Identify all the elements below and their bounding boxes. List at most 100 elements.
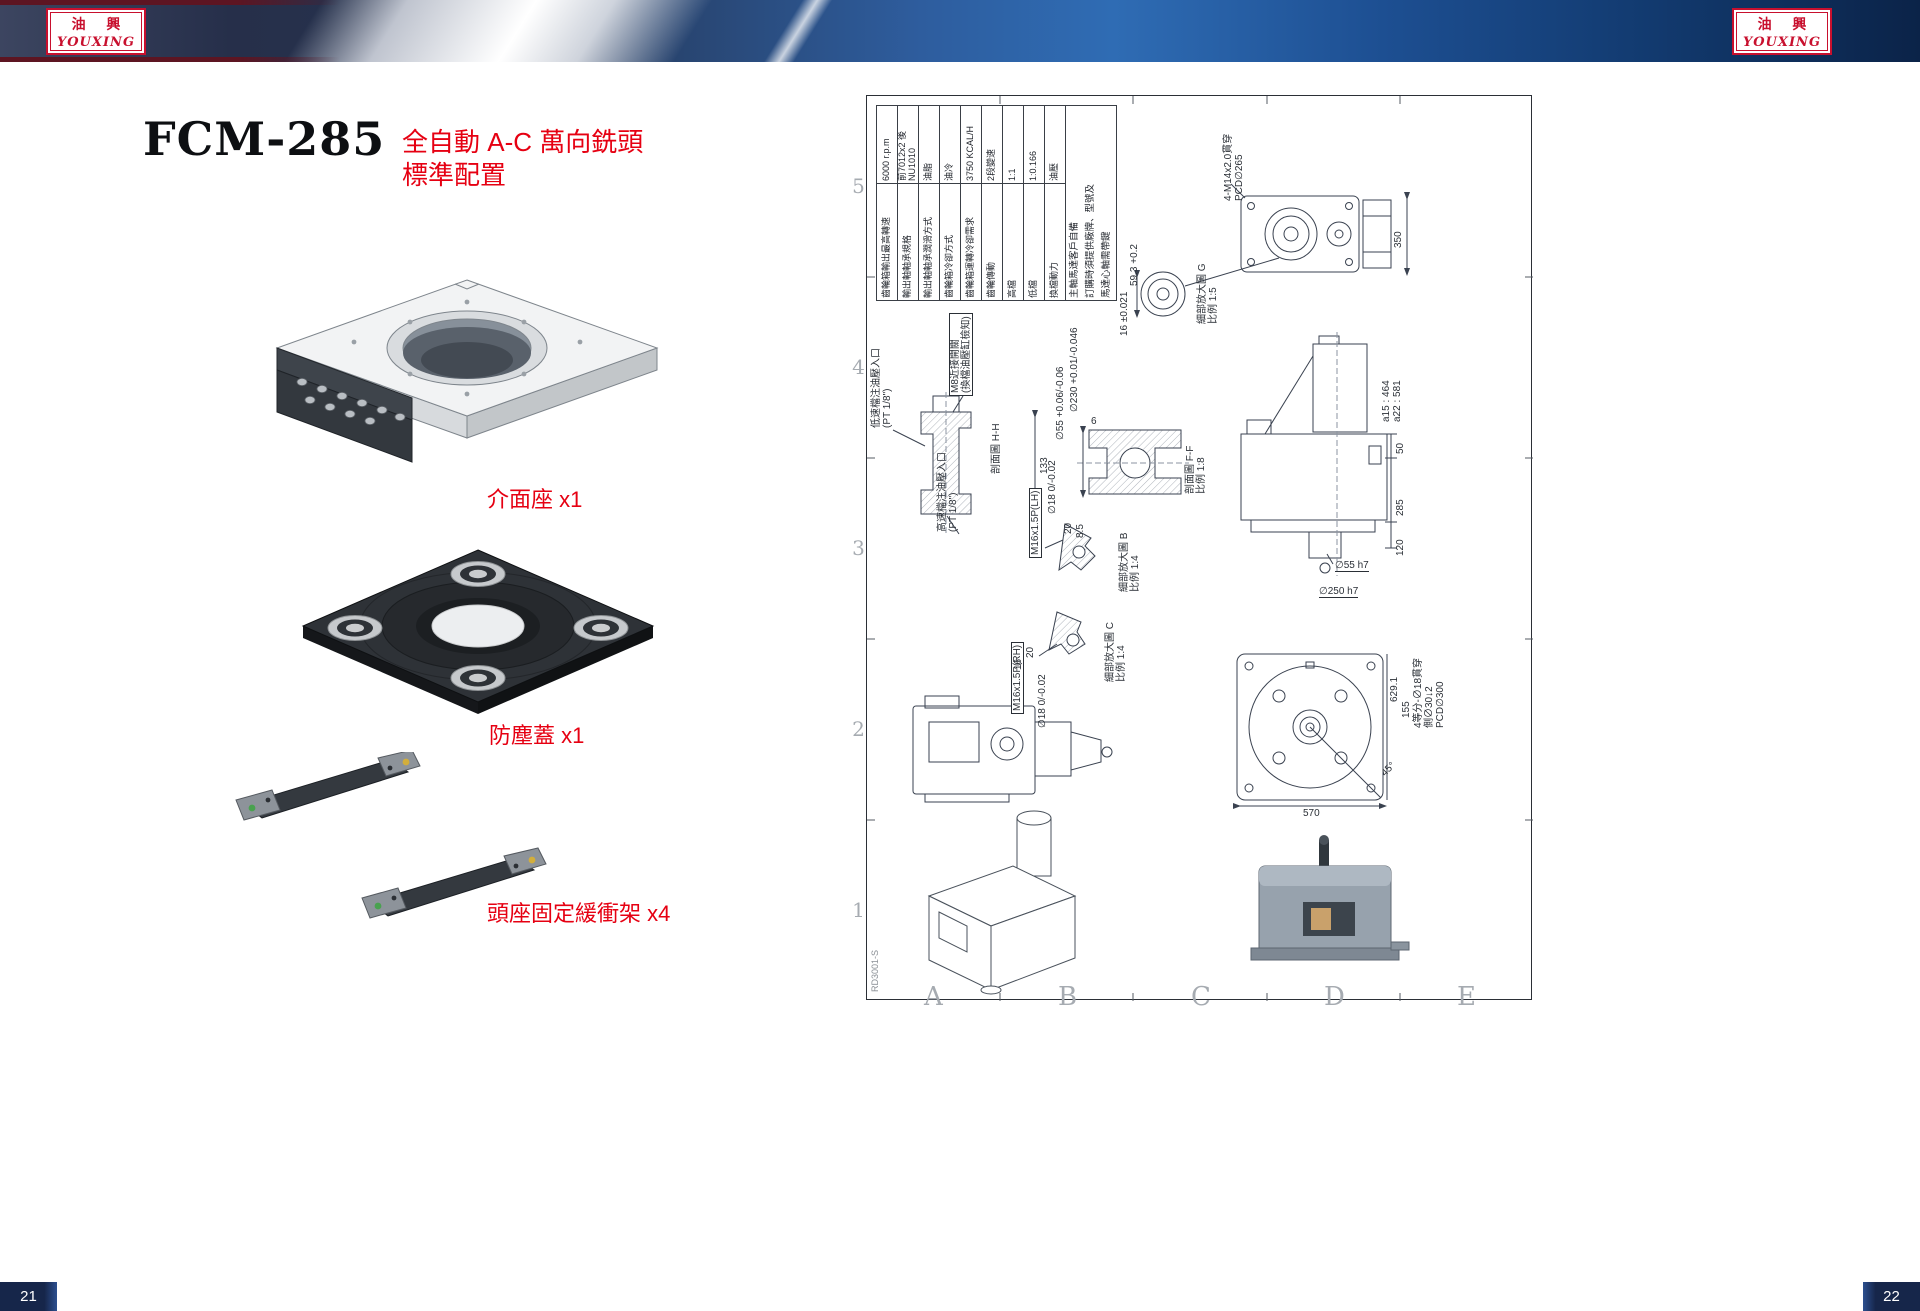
bolt-dots	[351, 299, 583, 397]
interface-seat-render	[275, 279, 659, 463]
brand-logo-left: 油 興 YOUXING	[46, 8, 146, 55]
dim-350: 350	[1393, 231, 1404, 248]
callout-line: 比例 1:8	[1196, 457, 1207, 494]
spec-value: 6000 r.p.m	[876, 105, 898, 184]
grid-row-2: 2	[852, 717, 865, 741]
grid-row-1: 1	[852, 898, 865, 922]
m16-rh-callout: M16x1.5P(RH)	[1011, 641, 1024, 714]
spec-label: 高檔	[1002, 183, 1024, 301]
corner-rings	[327, 561, 629, 691]
spec-notes: 主軸馬達客戶自備 訂購時須提供廠牌、型號及 馬達心軸需帶鍵	[1065, 105, 1117, 301]
callout-line: 高速檔注油壓入口	[937, 452, 948, 532]
dim-20-c: 20	[1025, 646, 1036, 658]
callout-line: 比例 1:4	[1116, 645, 1127, 682]
banner-maroon-top	[0, 0, 340, 5]
dim-55h7: ∅55 h7	[1335, 560, 1369, 572]
dim-20-b: 20	[1063, 522, 1074, 534]
brand-name-en: YOUXING	[1742, 34, 1822, 50]
top-view	[1233, 653, 1388, 809]
brand-name-cn: 油 興	[71, 16, 129, 33]
dim-120: 120	[1395, 539, 1406, 556]
spec-value: 油脂	[918, 105, 940, 184]
brand-logo-frame: 油 興 YOUXING	[1736, 12, 1828, 51]
buffer-bracket-render	[235, 752, 547, 919]
elev-angle-dims: a15 : 464 a22 : 581	[1381, 380, 1403, 422]
dim-18-b: ∅18 0/-0.02	[1047, 460, 1058, 514]
banner-maroon-bottom	[0, 57, 340, 62]
subtitle-line2: 標準配置	[402, 160, 507, 190]
grid-row-4: 4	[852, 355, 865, 379]
callout-line: PCD∅265	[1234, 154, 1245, 201]
callout-line: (PT 1/8")	[882, 388, 893, 429]
detail-b-view	[1044, 523, 1096, 572]
flange-bolt-callout: 4-M14x2.0貫穿 PCD∅265	[1223, 134, 1245, 201]
grid-ticks	[867, 96, 1533, 1001]
drawing-linework	[867, 96, 1533, 1001]
spec-label: 齒輪箱冷卻方式	[939, 183, 961, 301]
callout-line: PCD∅300	[1435, 681, 1446, 728]
grid-col-e: E	[1457, 982, 1476, 1012]
spec-value: 前7012x2 後NU1010	[897, 105, 919, 184]
callout-line: M8近接開關	[950, 339, 961, 393]
callout-line: 細部放大圖 C	[1105, 622, 1116, 682]
callout-line: 低速檔注油壓入口	[871, 348, 882, 428]
section-hh-view	[892, 392, 1038, 536]
document-number: RD3001-S	[870, 949, 880, 992]
dim-155: 155	[1401, 701, 1412, 718]
spec-label: 換檔動力	[1044, 183, 1066, 301]
callout-line: a15 : 464	[1381, 380, 1392, 422]
spec-label: 輸出軸軸承規格	[897, 183, 919, 301]
spec-label: 齒輪箱運轉冷卻需求	[960, 183, 982, 301]
bolt-pattern-callout: 4等分-∅18貫穿 側∅30↓2 PCD∅300	[1413, 658, 1446, 728]
callout-line: 側∅30↓2	[1424, 686, 1435, 728]
flange-view	[1230, 183, 1410, 276]
m8-sensor-callout: M8近接開關 (換檔油壓缸檢知)	[949, 313, 973, 396]
high-oil-callout: 高速檔注油壓入口 (PT 1/8")	[937, 452, 959, 532]
bracket-2	[361, 847, 547, 919]
grid-col-c: C	[1191, 982, 1211, 1012]
spec-value: 2段變速	[981, 105, 1003, 184]
banner-swoosh-line	[742, 0, 848, 62]
grid-row-3: 3	[852, 536, 865, 560]
dim-230: ∅230 +0.01/-0.046	[1069, 327, 1080, 412]
callout-line: (PT 1/8")	[948, 492, 959, 533]
subtitle-line1: 全自動 A-C 萬向銑頭	[402, 127, 644, 157]
caption-dust-cover: 防塵蓋 x1	[489, 723, 585, 748]
dim-16-tol: 16 ±0.021	[1119, 291, 1130, 336]
brand-name-en: YOUXING	[56, 34, 136, 50]
page-number-right: 22	[1863, 1282, 1920, 1311]
spec-note-line: 主軸馬達客戶自備	[1069, 221, 1080, 298]
dim-629-1: 629.1	[1389, 676, 1400, 702]
section-ff-label: 剖面圖 F-F 比例 1:8	[1185, 446, 1207, 494]
spec-label: 輸出軸軸承潤滑方式	[918, 183, 940, 301]
grid-col-a: A	[924, 982, 943, 1012]
section-ff-view	[1077, 426, 1189, 498]
iso-wireframe-view	[927, 810, 1077, 995]
dim-50: 50	[1395, 442, 1406, 454]
page-subtitle: 全自動 A-C 萬向銑頭 標準配置	[402, 126, 643, 192]
brand-logo-frame: 油 興 YOUXING	[50, 12, 142, 51]
spec-value: 1:1	[1002, 105, 1024, 184]
spec-value: 油壓	[1044, 105, 1066, 184]
caption-interface-seat: 介面座 x1	[487, 487, 583, 512]
dim-285: 285	[1395, 499, 1406, 516]
technical-drawing-sheet: 齒輪箱輸出最高轉速 6000 r.p.m 輸出軸軸承規格 前7012x2 後NU…	[852, 95, 1533, 1012]
callout-line: 4等分-∅18貫穿	[1413, 657, 1424, 728]
spec-value: 1:0.166	[1023, 105, 1045, 184]
dim-6: 6	[1091, 416, 1097, 427]
spec-label: 齒輪箱輸出最高轉速	[876, 183, 898, 301]
page-number-left: 21	[0, 1282, 57, 1311]
dust-cover-render	[301, 549, 655, 714]
caption-buffer-bracket: 頭座固定緩衝架 x4	[487, 901, 671, 926]
bracket-1	[235, 752, 421, 821]
front-view	[912, 695, 1113, 803]
detail-g-view	[1134, 257, 1280, 318]
callout-line: (換檔油壓缸檢知)	[961, 316, 972, 393]
render-3d-view	[1250, 835, 1410, 961]
section-hh-label: 剖面圖 H-H	[991, 423, 1002, 474]
spec-label: 低檔	[1023, 183, 1045, 301]
page-title: FCM-285	[143, 112, 386, 166]
detail-c-view	[1038, 611, 1086, 657]
spec-note-line: 訂購時須提供廠牌、型號及	[1085, 183, 1096, 298]
